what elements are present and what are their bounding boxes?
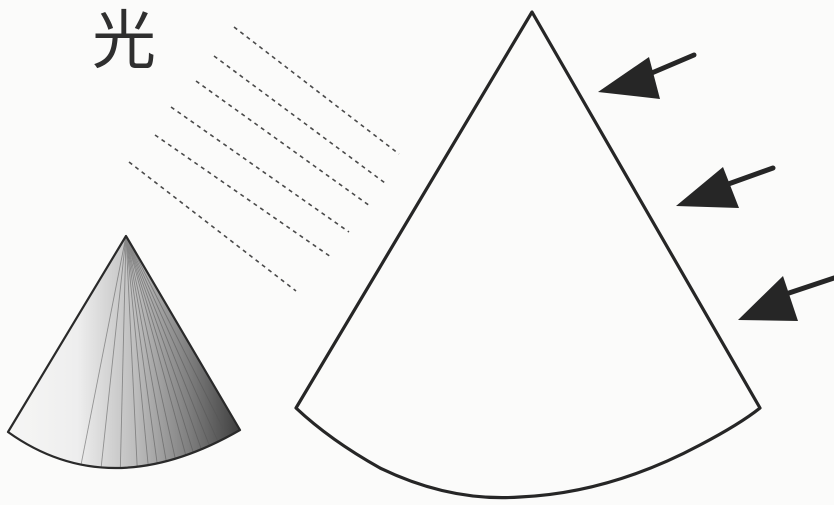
light-ray (129, 162, 296, 291)
light-ray (214, 56, 385, 183)
light-ray (196, 81, 370, 206)
small-shaded-cone (8, 236, 240, 484)
light-ray (155, 135, 331, 257)
arrow-middle (676, 167, 773, 208)
arrow-bottom (738, 276, 834, 321)
light-ray (234, 27, 399, 154)
large-outline-cone (296, 12, 760, 498)
light-rays (129, 27, 399, 291)
light-ray (171, 107, 349, 232)
arrow-top (598, 55, 694, 99)
